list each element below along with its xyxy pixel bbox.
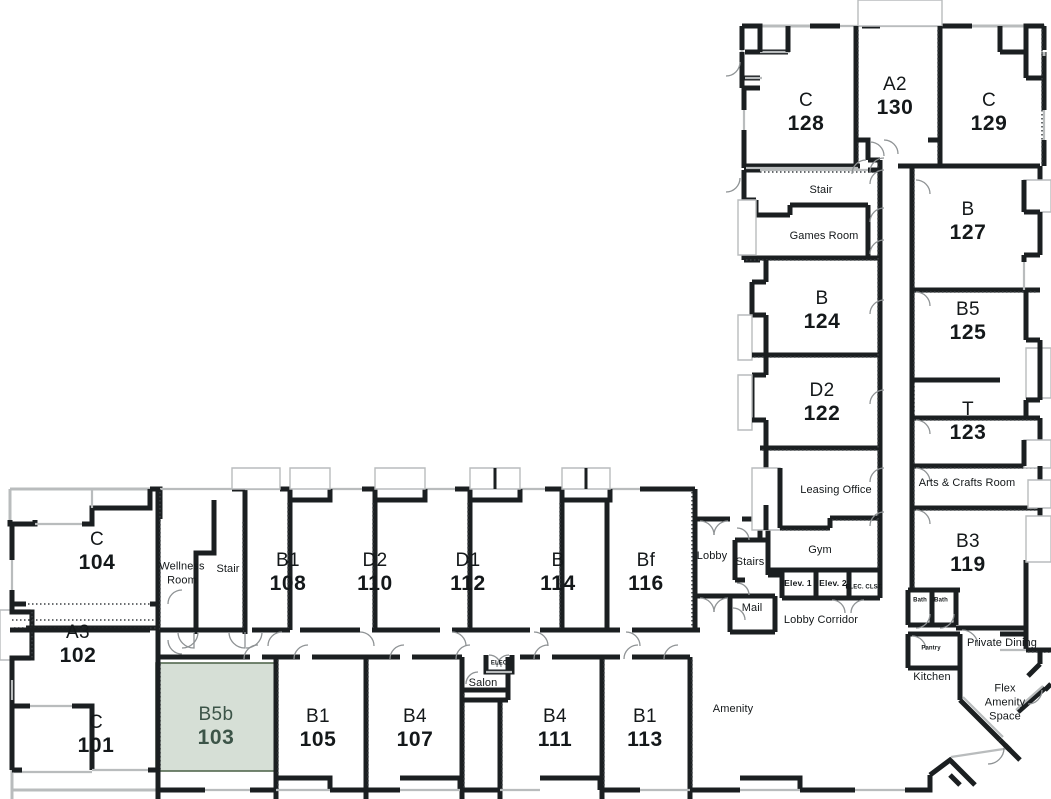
lobby-core-walls: [695, 516, 883, 635]
selected-unit-fill[interactable]: [155, 662, 277, 772]
door-swings: [167, 61, 1043, 765]
left-wing-walls: [0, 467, 962, 799]
top-wing-walls: [739, 0, 1047, 170]
right-wing-walls: [905, 166, 1051, 787]
center-wing-walls: [737, 160, 883, 570]
